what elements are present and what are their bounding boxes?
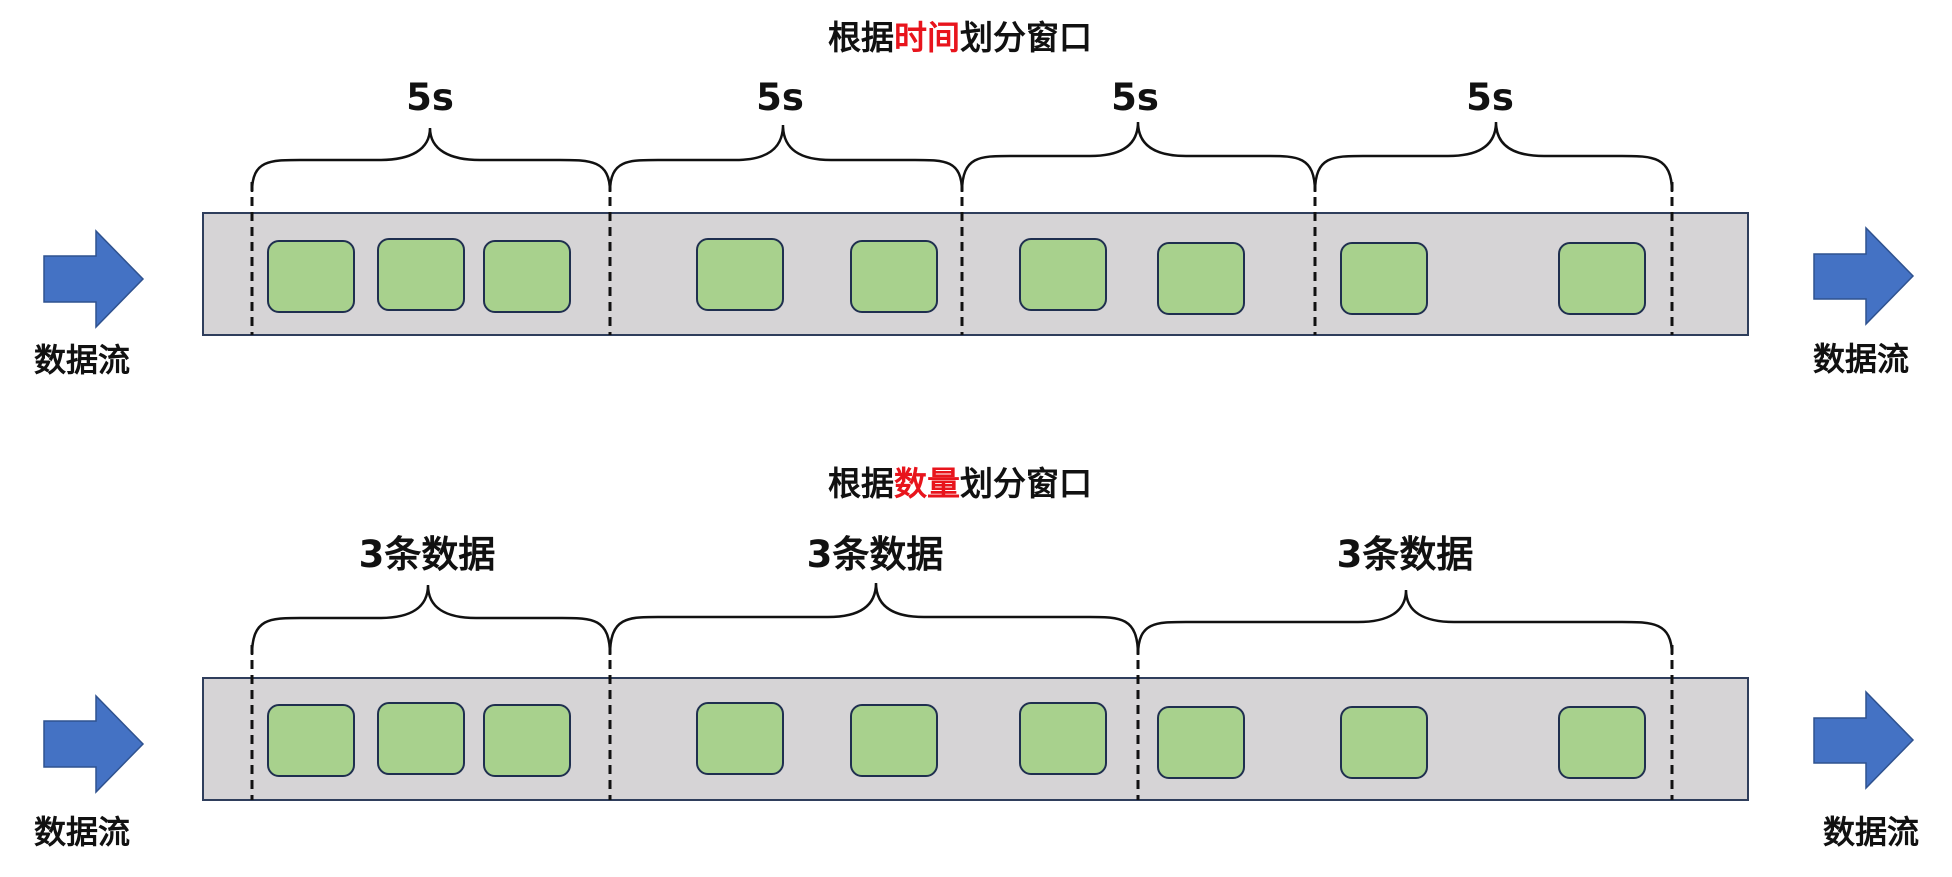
data-item	[1019, 702, 1107, 775]
data-item	[850, 240, 938, 313]
data-item	[850, 704, 938, 777]
time-window-label-4: 5s	[1466, 76, 1514, 119]
data-item	[1340, 706, 1428, 779]
count-section-title: 根据数量划分窗口	[828, 464, 1092, 503]
count-window-brace-2	[608, 582, 1140, 656]
count-output-flow-label: 数据流	[1823, 813, 1919, 851]
time-window-brace-1	[250, 127, 612, 193]
time-window-brace-3	[960, 121, 1317, 193]
data-item	[267, 240, 355, 313]
data-item	[1340, 242, 1428, 315]
right-block-arrow-icon	[43, 229, 145, 329]
data-item	[377, 702, 465, 775]
data-item	[483, 704, 571, 777]
time-window-section: 根据时间划分窗口 5s 5s 5s 5s 数据流 数据流	[34, 18, 1915, 379]
time-title-highlight: 时间	[894, 18, 960, 57]
time-input-flow-label: 数据流	[34, 341, 130, 379]
count-window-label-3: 3条数据	[1337, 533, 1474, 576]
time-window-label-1: 5s	[406, 76, 454, 119]
data-item	[1558, 242, 1646, 315]
count-window-section: 根据数量划分窗口 3条数据 3条数据 3条数据 数据流 数据流	[34, 464, 1919, 851]
data-item	[1157, 242, 1245, 315]
time-section-title: 根据时间划分窗口	[828, 18, 1092, 57]
data-item	[377, 238, 465, 311]
count-window-brace-1	[250, 584, 612, 656]
data-item	[267, 704, 355, 777]
count-input-flow-label: 数据流	[34, 813, 130, 851]
count-title-highlight: 数量	[894, 464, 960, 503]
data-item	[1157, 706, 1245, 779]
data-item	[483, 240, 571, 313]
count-data-stream-strip	[202, 677, 1749, 801]
right-block-arrow-icon	[1813, 690, 1915, 790]
right-block-arrow-icon	[1813, 226, 1915, 326]
time-window-label-2: 5s	[756, 76, 804, 119]
data-item	[696, 702, 784, 775]
time-output-flow-label: 数据流	[1813, 340, 1909, 378]
data-item	[696, 238, 784, 311]
count-window-label-2: 3条数据	[807, 533, 944, 576]
right-block-arrow-icon	[43, 694, 145, 794]
data-item	[1019, 238, 1107, 311]
time-window-label-3: 5s	[1111, 76, 1159, 119]
time-window-brace-4	[1313, 121, 1674, 193]
time-window-brace-2	[608, 124, 964, 193]
count-window-label-1: 3条数据	[359, 533, 496, 576]
count-window-brace-3	[1136, 589, 1674, 656]
data-item	[1558, 706, 1646, 779]
